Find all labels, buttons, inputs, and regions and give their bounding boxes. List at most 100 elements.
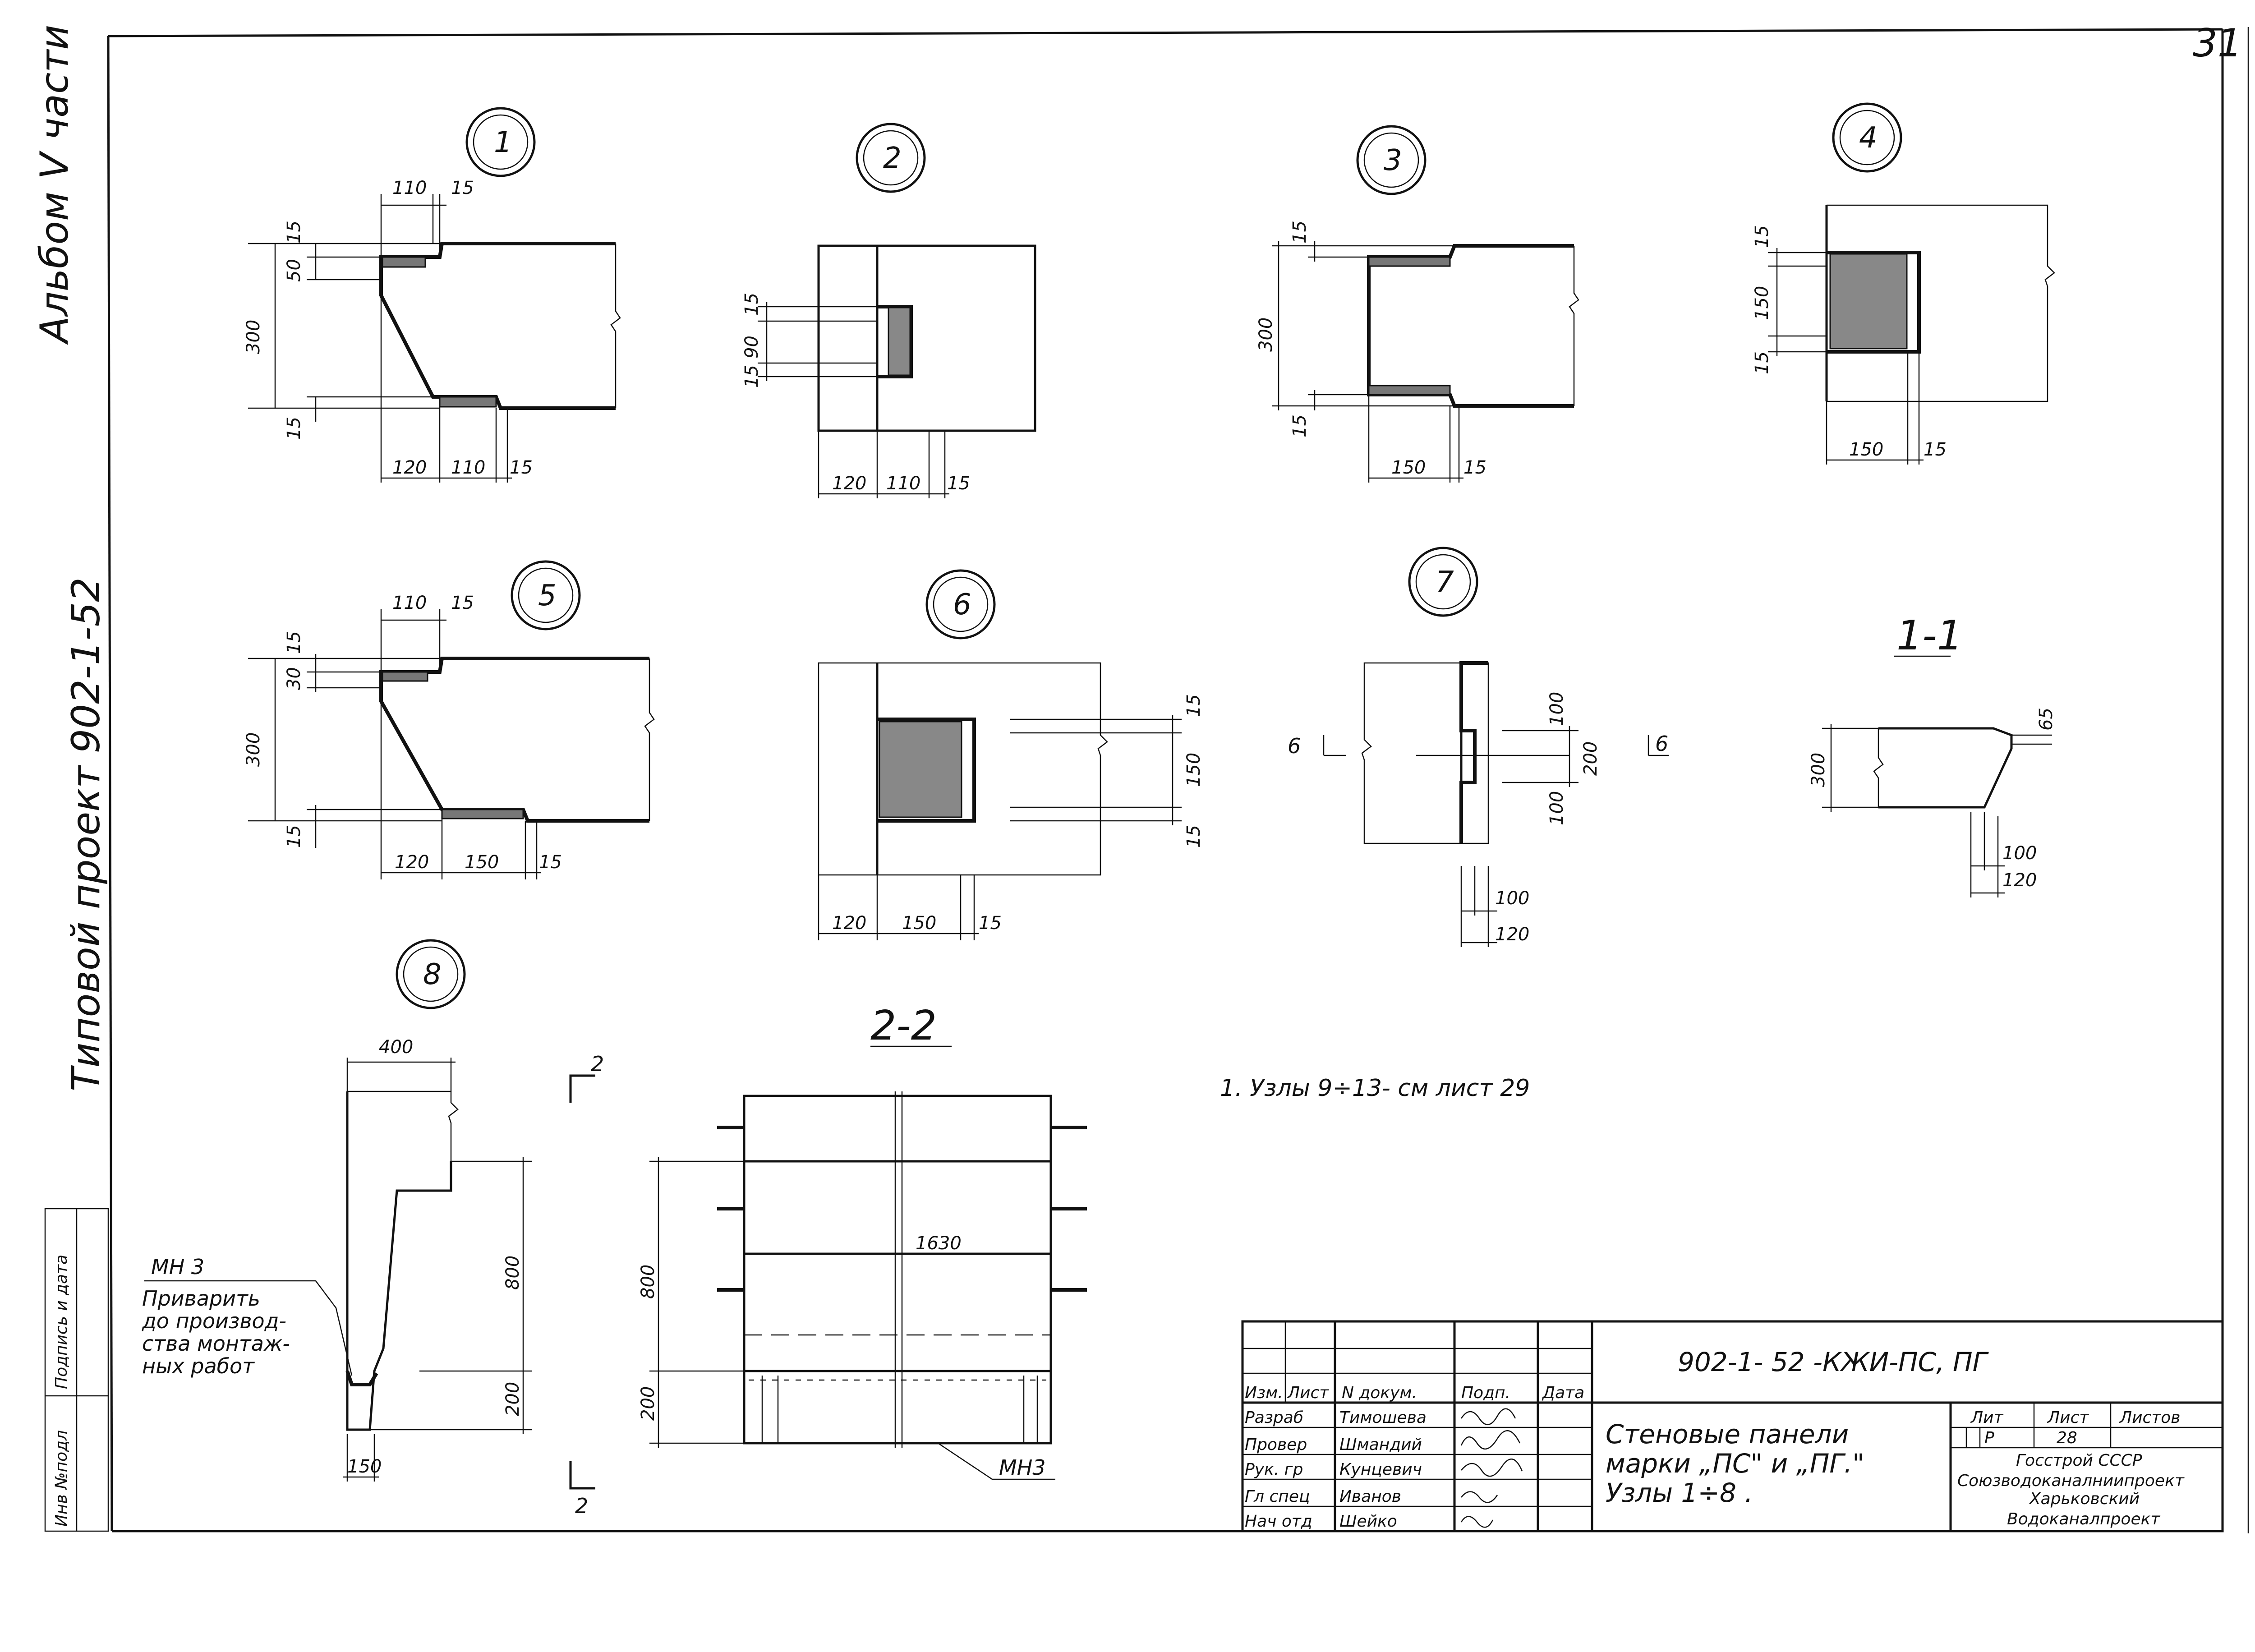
section-1-1-dim-120: 120 [2002, 870, 2037, 891]
tb-lit-value: Р [1984, 1429, 1994, 1447]
node-4-dim-15c: 15 [1924, 439, 1947, 460]
node-8-dim-200: 200 [502, 1382, 523, 1416]
node-7-dim-bottom-100: 100 [1495, 888, 1529, 909]
node-5-dim-bottom-150: 150 [465, 852, 499, 873]
tb-role-4: Нач отд [1245, 1512, 1312, 1531]
node-2-dim-110: 110 [886, 473, 920, 494]
node-7: 7 100 200 100 6 6 100 120 [1288, 547, 1669, 947]
node-2: 2 15 90 15 120 110 15 [741, 123, 1036, 498]
sheet-number: 31 [2193, 21, 2242, 66]
stamp-sign-label: Подпись и дата [52, 1255, 71, 1389]
section-2-2: 2-2 1630 800 200 МН3 [638, 1002, 1087, 1480]
tb-lists-label: Листов [2119, 1408, 2180, 1427]
tb-role-1: Провер [1245, 1436, 1307, 1454]
node-6-dim-150b: 150 [902, 913, 936, 934]
node-6-dim-15c: 15 [979, 913, 1002, 934]
node-3-dim-15b: 15 [1289, 414, 1310, 437]
node-1-dim-left-15a: 15 [284, 221, 304, 244]
tb-list-value: 28 [2057, 1429, 2077, 1447]
node-1-number: 1 [494, 126, 512, 159]
node-6-dim-15b: 15 [1183, 825, 1204, 848]
node-7-dim-200: 200 [1580, 741, 1601, 776]
node-6-dim-120: 120 [832, 913, 866, 934]
tb-role-2: Рук. гр [1245, 1460, 1303, 1479]
tb-name-4: Шейко [1339, 1512, 1397, 1531]
tb-header-list: Лист [1287, 1384, 1329, 1402]
node-1-dim-left-300: 300 [243, 320, 264, 354]
mh3-label-2: МН3 [999, 1455, 1046, 1480]
tb-name-0: Тимошева [1339, 1408, 1427, 1427]
section-1-1-dim-300: 300 [1808, 753, 1829, 787]
node-8-dim-150: 150 [347, 1456, 382, 1477]
node-3: 3 15 300 15 150 15 [1256, 125, 1579, 483]
section-2-2-dim-1630: 1630 [916, 1233, 962, 1254]
node-4-dim-15b: 15 [1752, 351, 1772, 374]
footnote: 1. Узлы 9÷13- см лист 29 [1220, 1075, 1530, 1102]
node-5-dim-left-300: 300 [243, 732, 264, 767]
tb-name-3: Иванов [1339, 1487, 1401, 1506]
node-7-dim-100a: 100 [1546, 692, 1567, 726]
title-block: 902-1- 52 -КЖИ-ПС, ПГ Стеновые панели ма… [1241, 1320, 2224, 1532]
weld-note-line-4: ных работ [142, 1354, 255, 1378]
tb-title-line-3: Узлы 1÷8 . [1606, 1477, 1753, 1508]
tb-header-date: Дата [1542, 1384, 1584, 1402]
tb-name-1: Шмандий [1339, 1436, 1422, 1454]
node-6: 6 15 150 15 120 150 15 [818, 569, 1204, 940]
node-1-dim-bottom-15: 15 [510, 457, 533, 478]
node-5-dim-top-110: 110 [392, 593, 427, 613]
node-6-number: 6 [953, 588, 971, 621]
node-3-dim-15a: 15 [1289, 221, 1310, 244]
node-5-dim-left-30: 30 [284, 667, 304, 690]
mh3-label: МН 3 [151, 1255, 204, 1279]
album-title: Альбом V части [32, 25, 77, 345]
tb-list-label: Лист [2047, 1408, 2089, 1427]
weld-note-line-1: Приварить [142, 1286, 260, 1311]
node-8: 8 400 800 200 150 2 2 МН 3 Приварить до … [142, 939, 604, 1518]
node-7-number: 7 [1436, 566, 1454, 599]
node-8-dim-400: 400 [379, 1037, 413, 1058]
node-1-dim-bottom-110: 110 [451, 457, 485, 478]
node-5-dim-left-15a: 15 [284, 631, 304, 654]
node-4-dim-150b: 150 [1849, 439, 1883, 460]
node-8-dim-800: 800 [502, 1256, 523, 1290]
node-5-dim-bottom-120: 120 [395, 852, 429, 873]
node-3-dim-15c: 15 [1463, 457, 1486, 478]
node-4-number: 4 [1859, 121, 1878, 155]
weld-note-line-2: до производ- [142, 1309, 286, 1333]
node-4-dim-15a: 15 [1752, 225, 1772, 248]
node-5-number: 5 [538, 579, 557, 612]
side-titles: Альбом V части Типовой проект 902-1-52 [32, 25, 109, 1091]
node-1-dim-top-110: 110 [392, 178, 427, 198]
tb-lit-label: Лит [1970, 1408, 2003, 1427]
node-1: 1 110 15 15 50 300 15 120 110 15 [243, 107, 621, 483]
node-2-dim-15a: 15 [741, 293, 762, 316]
node-6-dim-15a: 15 [1183, 694, 1204, 717]
tb-header-sign: Подп. [1461, 1384, 1510, 1402]
node-1-dim-left-15b: 15 [284, 417, 304, 440]
tb-header-izm: Изм. [1245, 1384, 1283, 1402]
node-2-number: 2 [883, 142, 902, 175]
node-1-dim-top-15: 15 [451, 178, 474, 198]
node-2-dim-15b: 15 [741, 365, 762, 388]
node-3-dim-300: 300 [1256, 318, 1276, 352]
section-1-1: 1-1 65 300 100 120 [1808, 612, 2057, 897]
node-6-dim-150: 150 [1183, 753, 1204, 787]
tb-org-3: Харьковский [2029, 1490, 2140, 1508]
tb-title-line-1: Стеновые панели [1606, 1419, 1849, 1450]
tb-org-1: Госстрой СССР [2016, 1451, 2142, 1470]
node-2-dim-15c: 15 [947, 473, 970, 494]
node-3-dim-150: 150 [1391, 457, 1426, 478]
section-2-2-dim-800: 800 [638, 1265, 658, 1299]
left-stamp: Инв №подл Подпись и дата [44, 1208, 109, 1532]
section-1-1-dim-100: 100 [2002, 843, 2037, 864]
node-5-dim-bottom-15: 15 [539, 852, 562, 873]
tb-header-doc: N докум. [1342, 1384, 1417, 1402]
node-2-dim-120: 120 [832, 473, 866, 494]
node-8-cut-bottom: 2 [575, 1494, 588, 1518]
node-7-dim-bottom-120: 120 [1495, 924, 1529, 945]
node-4-dim-150: 150 [1752, 286, 1772, 320]
node-7-dim-100b: 100 [1546, 791, 1567, 825]
node-5: 5 110 15 15 30 300 15 120 150 15 [243, 560, 655, 879]
tb-name-2: Кунцевич [1339, 1460, 1422, 1479]
